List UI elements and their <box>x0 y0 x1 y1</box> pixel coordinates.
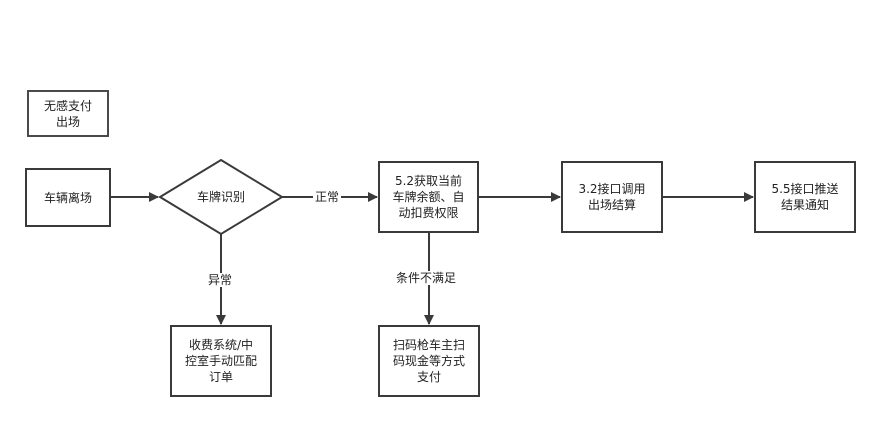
node-call-exit-settlement-label: 3.2接口调用 出场结算 <box>578 182 646 212</box>
node-push-result-label: 5.5接口推送 结果通知 <box>771 182 839 212</box>
node-call-exit-settlement: 3.2接口调用 出场结算 <box>561 161 663 233</box>
legend-box: 无感支付 出场 <box>27 90 109 137</box>
edge-label-abnormal: 异常 <box>206 273 235 287</box>
node-vehicle-leave-label: 车辆离场 <box>43 190 92 205</box>
node-plate-recognition-label: 车牌识别 <box>196 190 245 204</box>
node-push-result: 5.5接口推送 结果通知 <box>754 161 856 233</box>
node-scan-pay-label: 扫码枪车主扫 码现金等方式 支付 <box>392 338 465 384</box>
edge-label-condition-unmet: 条件不满足 <box>394 271 459 285</box>
edge-label-normal: 正常 <box>313 190 342 204</box>
node-fetch-balance-label: 5.2获取当前 车牌余额、自 动扣费权限 <box>392 174 465 220</box>
node-scan-pay: 扫码枪车主扫 码现金等方式 支付 <box>378 325 480 397</box>
node-fetch-balance: 5.2获取当前 车牌余额、自 动扣费权限 <box>378 161 479 233</box>
node-vehicle-leave: 车辆离场 <box>25 168 111 227</box>
node-manual-order-match: 收费系统/中 控室手动匹配 订单 <box>170 325 272 397</box>
node-manual-order-match-label: 收费系统/中 控室手动匹配 订单 <box>184 338 257 384</box>
legend-label: 无感支付 出场 <box>43 98 92 129</box>
